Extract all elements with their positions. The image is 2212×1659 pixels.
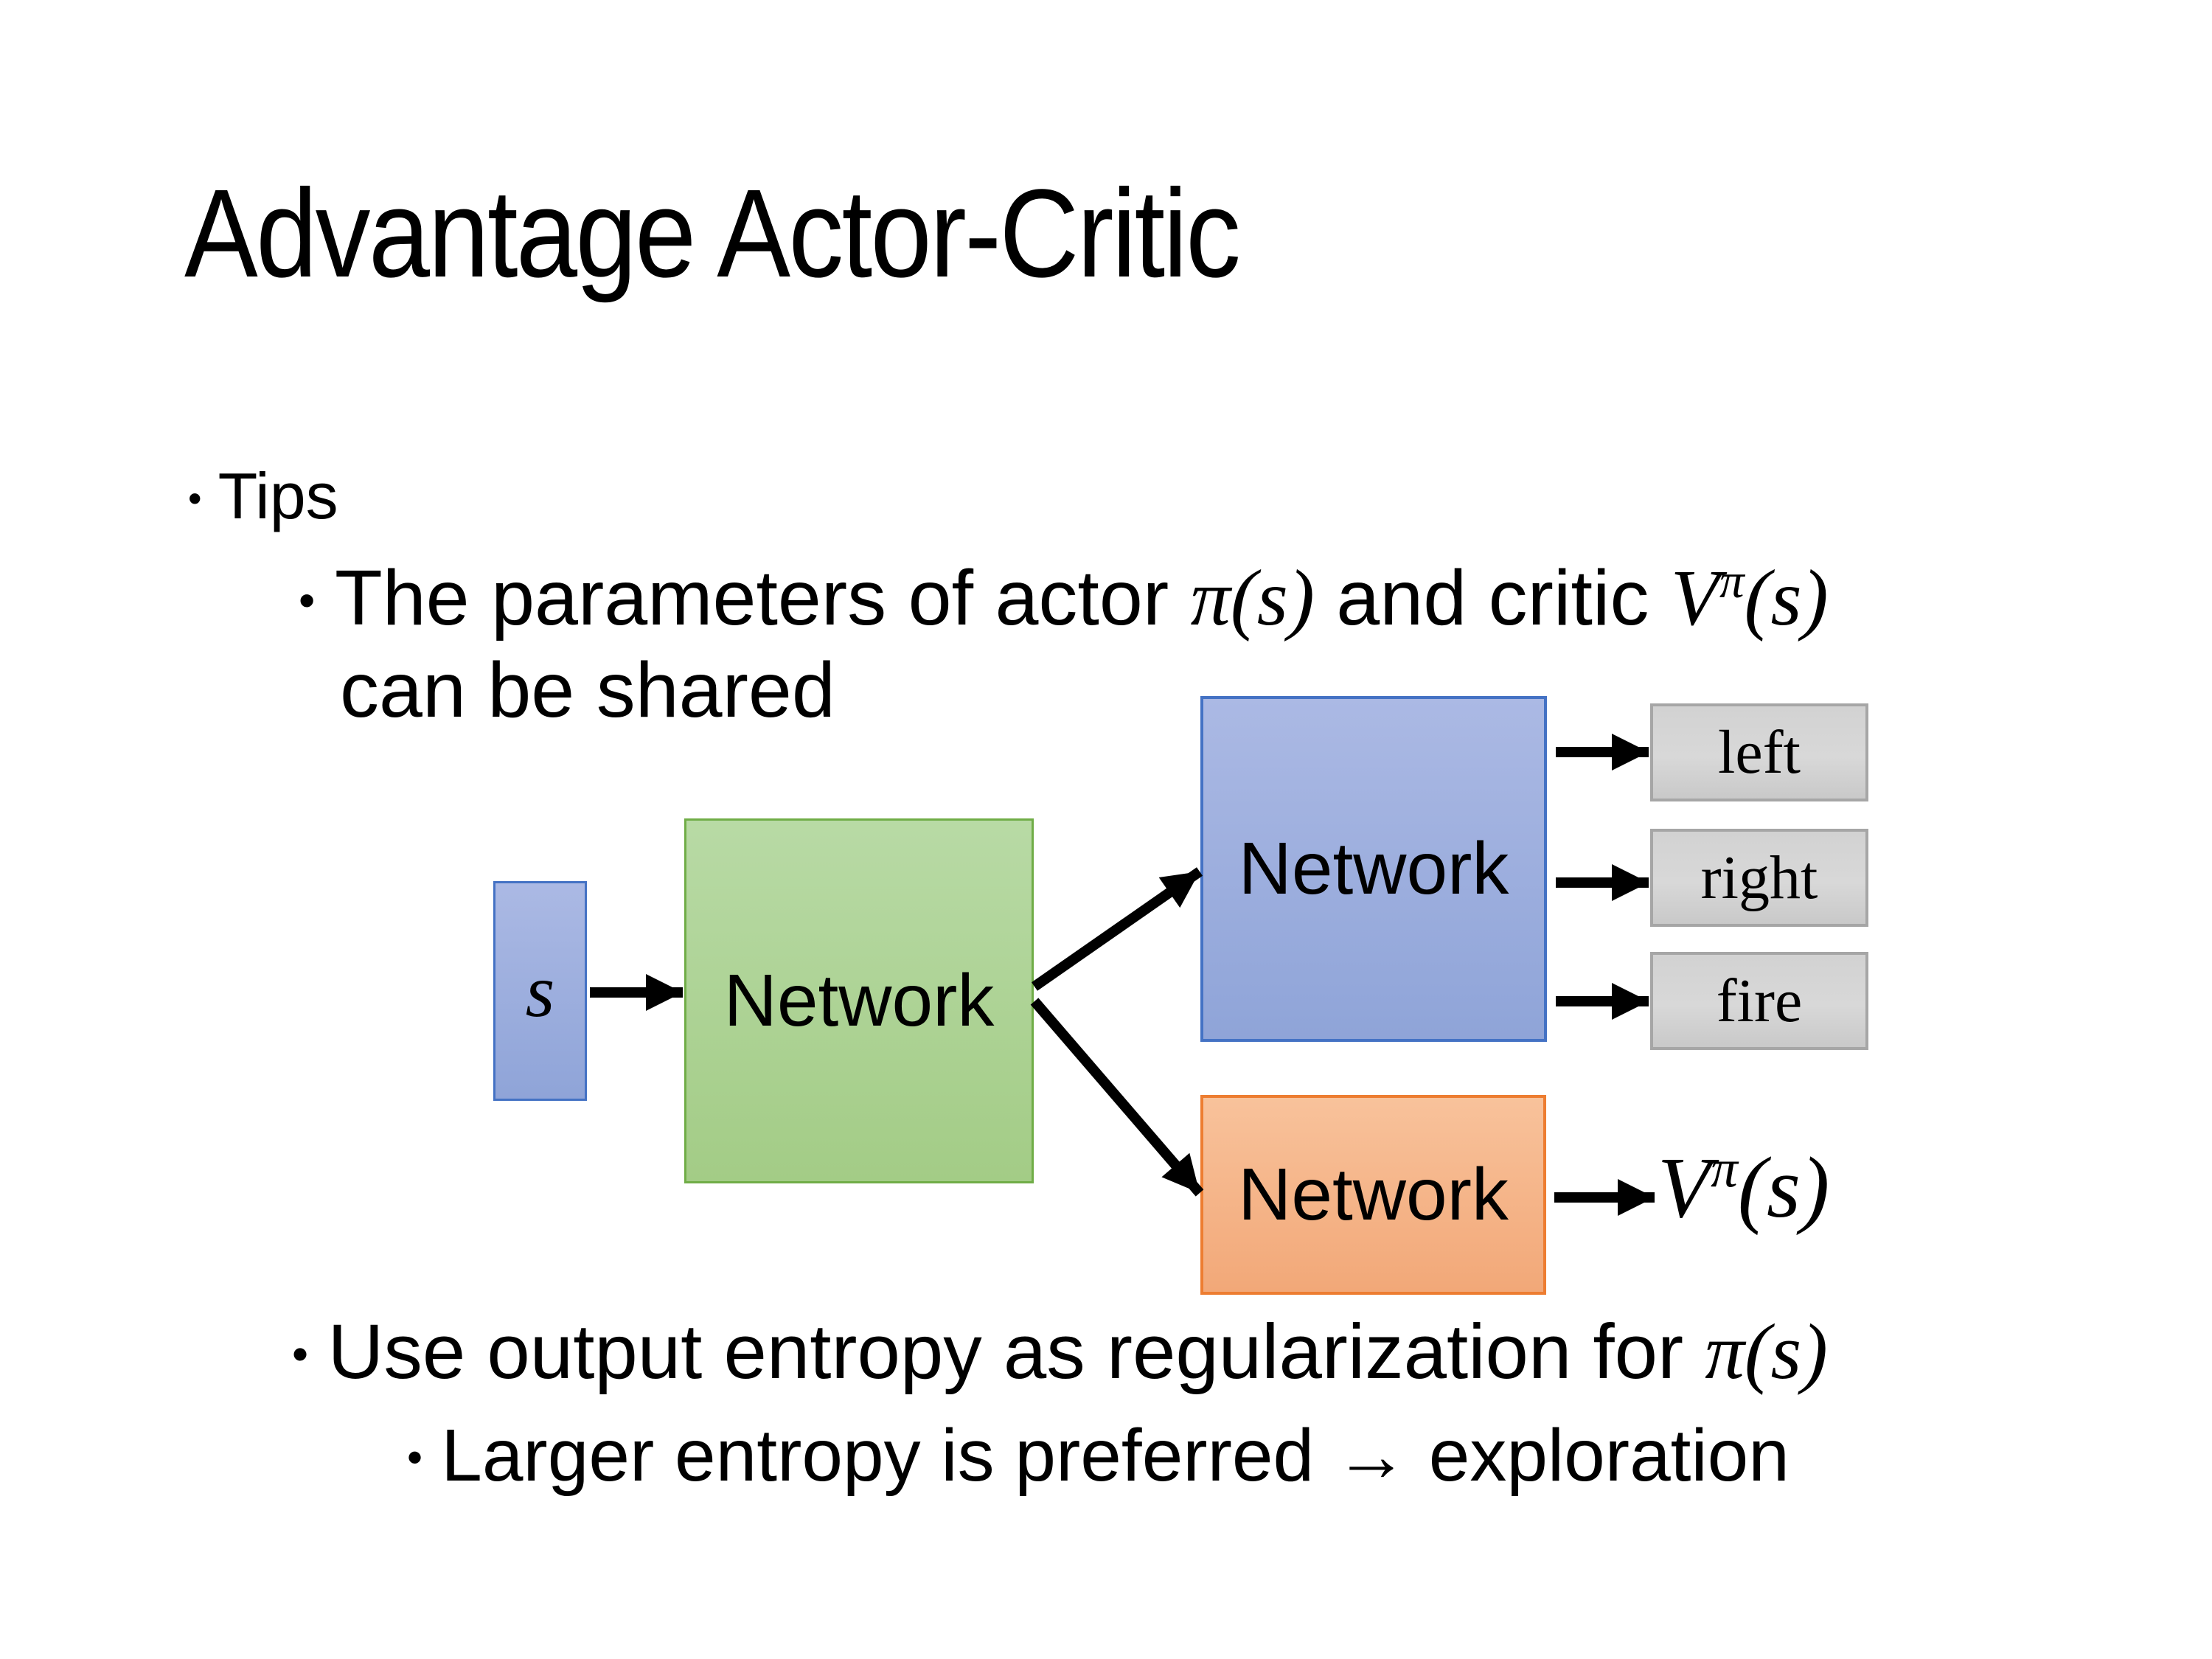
bullet-tips-label: Tips xyxy=(218,459,338,532)
bullet-tips: • Tips xyxy=(188,457,338,535)
bullet-exploration: • Larger entropy is preferred → explorati… xyxy=(407,1411,1790,1500)
bullet-parameters-text2: and critic xyxy=(1314,554,1671,641)
bullet-dot: • xyxy=(188,476,202,521)
math-v-args: (s) xyxy=(1744,554,1829,642)
action-box-fire: fire xyxy=(1650,952,1868,1050)
arrow-shared-to-critic xyxy=(1030,998,1204,1197)
value-output-label: Vπ(s) xyxy=(1658,1135,1829,1240)
value-sup: π xyxy=(1711,1138,1738,1199)
actor-network-label: Network xyxy=(1238,827,1509,910)
actor-network-box: Network xyxy=(1200,696,1547,1042)
action-box-left: left xyxy=(1650,703,1868,801)
math-v-pi-s: Vπ(s) xyxy=(1671,554,1829,642)
math-v-base: V xyxy=(1670,554,1719,642)
math-v-sup: π xyxy=(1719,553,1745,608)
value-base: V xyxy=(1658,1139,1711,1236)
math-pi-s: π(s) xyxy=(1705,1309,1828,1396)
action-box-right: right xyxy=(1650,829,1868,927)
bullet-exploration-text: Larger entropy is preferred → exploratio… xyxy=(441,1414,1790,1497)
arrow-shared-to-actor xyxy=(1031,867,1203,991)
state-input-box: s xyxy=(493,881,587,1101)
bullet-dot: • xyxy=(407,1433,423,1483)
bullet-entropy-text: Use output entropy as regularization for xyxy=(327,1309,1705,1395)
math-pi-s: π(s) xyxy=(1190,554,1315,642)
state-label: s xyxy=(525,949,555,1033)
bullet-dot: • xyxy=(292,1328,309,1380)
bullet-parameters-shared: • The parameters of actor π(s) and critic… xyxy=(299,551,1829,647)
shared-network-label: Network xyxy=(723,959,995,1042)
critic-network-label: Network xyxy=(1238,1153,1509,1236)
bullet-parameters-text1: The parameters of actor xyxy=(334,554,1191,641)
bullet-can-be-shared: can be shared xyxy=(340,647,835,734)
value-args: (s) xyxy=(1737,1139,1830,1236)
shared-network-box: Network xyxy=(684,818,1034,1183)
critic-network-box: Network xyxy=(1200,1095,1546,1295)
bullet-entropy-regularization: • Use output entropy as regularization fo… xyxy=(292,1305,1828,1400)
bullet-dot: • xyxy=(299,574,316,627)
slide-title: Advantage Actor-Critic xyxy=(184,164,1241,304)
